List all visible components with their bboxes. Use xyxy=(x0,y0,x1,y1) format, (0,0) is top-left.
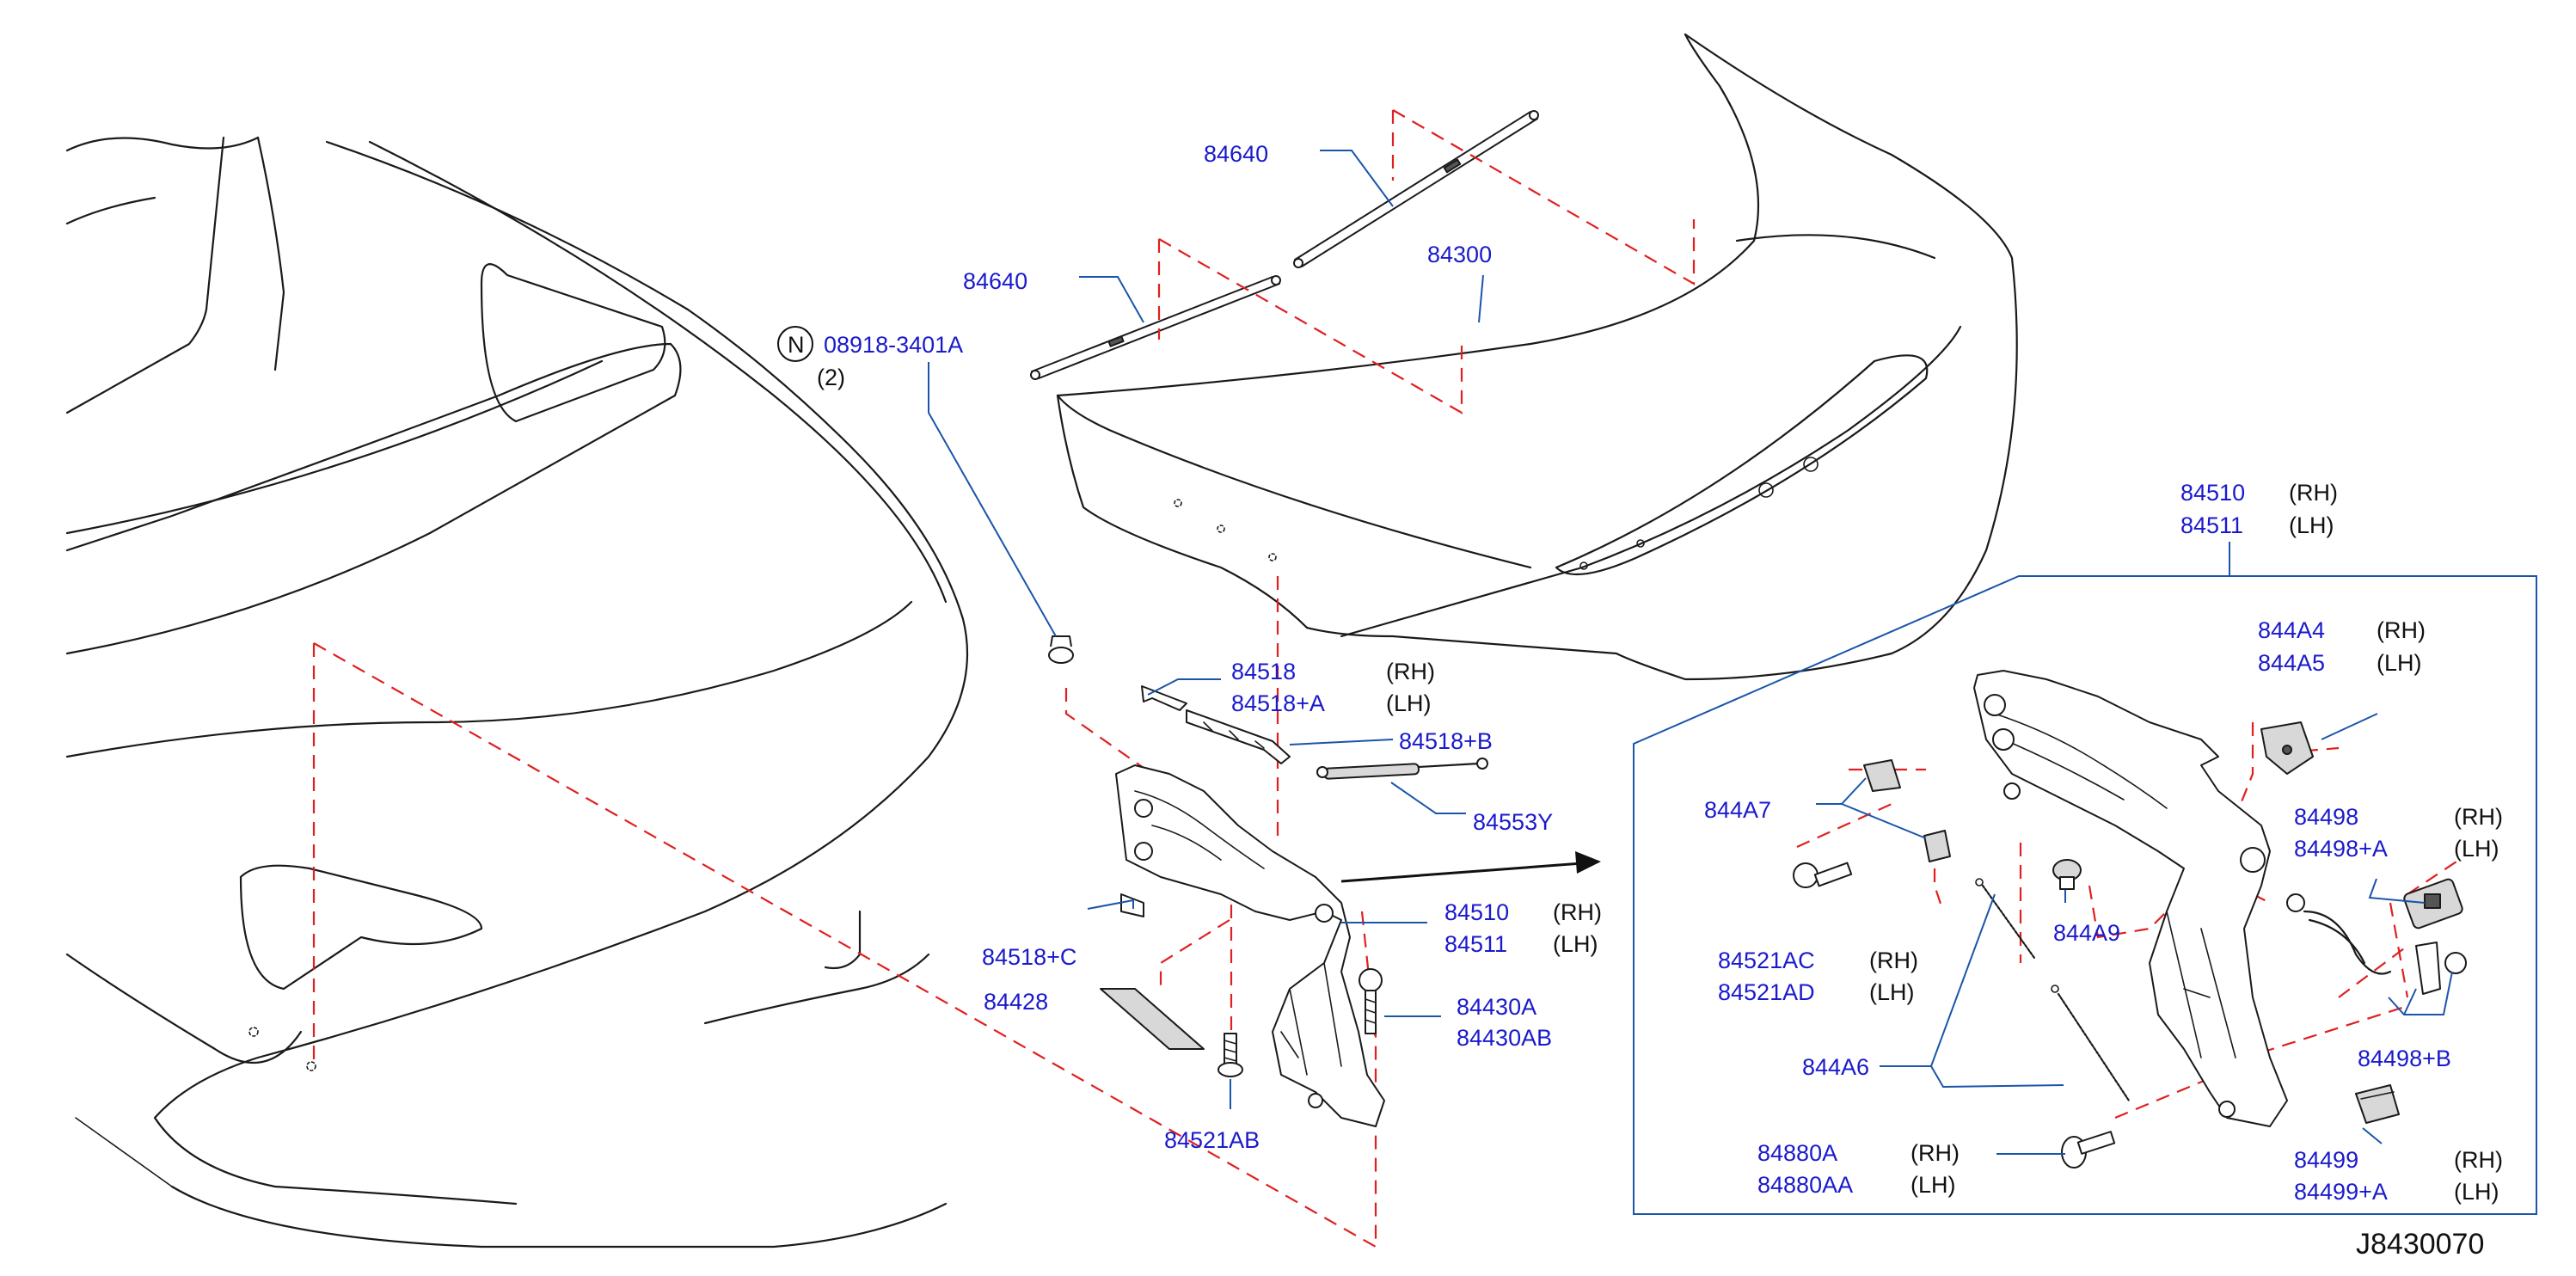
label-84518-side: (RH) xyxy=(1386,659,1435,684)
label-84640-left: 84640 xyxy=(963,268,1027,294)
label-844A5: 844A5 xyxy=(2258,650,2325,676)
label-84518: 84518 xyxy=(1231,659,1296,684)
detail-arrow xyxy=(1340,851,1601,883)
bracket-84518 xyxy=(1141,685,1187,711)
label-84430A: 84430A xyxy=(1457,994,1536,1020)
label-844A9: 844A9 xyxy=(2053,920,2120,946)
label-84511-main: 84511 xyxy=(1444,931,1507,957)
label-84521AC-side: (RH) xyxy=(1869,948,1918,973)
diagram-code: J8430070 xyxy=(2356,1228,2484,1261)
bumper-844A9 xyxy=(2052,859,2082,890)
label-84510-main: 84510 xyxy=(1444,899,1509,925)
label-84498-side: (RH) xyxy=(2454,804,2503,830)
label-84499A: 84499+A xyxy=(2294,1179,2388,1205)
label-844A6: 844A6 xyxy=(1802,1054,1869,1080)
part-labels: 84640 84640 84300 N 08918-3401A (2) 8451… xyxy=(777,141,2503,1261)
bolt-84430A xyxy=(1359,968,1383,1034)
label-84518A-side: (LH) xyxy=(1386,690,1432,716)
harness-84498 xyxy=(2286,878,2463,975)
label-84640-top: 84640 xyxy=(1204,141,1268,167)
label-84553Y: 84553Y xyxy=(1473,809,1553,835)
weatherstrip-84640-left xyxy=(1030,275,1281,380)
label-08918-3401A: 08918-3401A xyxy=(824,332,963,358)
clip-844A7-lower xyxy=(1923,830,1951,862)
trunk-lid-84300 xyxy=(1056,33,2018,681)
label-84428: 84428 xyxy=(984,989,1048,1015)
gas-stay-84553Y xyxy=(1316,758,1488,780)
bracket-84518B xyxy=(1186,709,1291,764)
detail-box xyxy=(1633,575,2537,1215)
label-84511-box-side: (LH) xyxy=(2289,512,2334,538)
label-08918-qty: (2) xyxy=(817,365,845,390)
bolt-84880A xyxy=(2061,1131,2116,1169)
hinge-assembly-detail xyxy=(1973,670,2288,1127)
leader-lines xyxy=(928,150,2453,1155)
n-symbol: N xyxy=(788,332,805,358)
label-84510-box: 84510 xyxy=(2180,480,2245,506)
label-84511-box: 84511 xyxy=(2180,512,2243,538)
label-84300: 84300 xyxy=(1427,242,1492,267)
label-84499: 84499 xyxy=(2294,1147,2358,1173)
weatherstrip-84640-right xyxy=(1293,110,1539,268)
bolt-84521AC xyxy=(1793,862,1853,888)
clip-84498B xyxy=(2415,942,2467,995)
label-844A7: 844A7 xyxy=(1704,797,1771,823)
label-84518A: 84518+A xyxy=(1231,690,1325,716)
label-84499A-side: (LH) xyxy=(2454,1179,2499,1205)
label-84518B: 84518+B xyxy=(1399,728,1493,754)
label-84880A-side: (RH) xyxy=(1911,1140,1960,1166)
label-84521AC: 84521AC xyxy=(1718,948,1815,973)
connector-84499 xyxy=(2355,1084,2400,1124)
spring-844A6-lower xyxy=(2051,985,2131,1102)
clip-844A4 xyxy=(2260,721,2314,775)
label-84498B: 84498+B xyxy=(2358,1046,2451,1071)
label-84498A-side: (LH) xyxy=(2454,836,2499,862)
clip-844A7-upper xyxy=(1863,759,1901,792)
label-844A4: 844A4 xyxy=(2258,617,2325,643)
label-84880AA: 84880AA xyxy=(1757,1172,1853,1198)
label-84511-main-side: (LH) xyxy=(1553,931,1598,957)
spring-844A6-upper xyxy=(1975,878,2036,960)
label-84430AB: 84430AB xyxy=(1457,1025,1552,1051)
label-844A4-side: (RH) xyxy=(2377,617,2426,643)
label-84521AB: 84521AB xyxy=(1164,1127,1260,1153)
label-84518C: 84518+C xyxy=(982,944,1076,970)
label-84510-main-side: (RH) xyxy=(1553,899,1602,925)
pad-84428 xyxy=(1100,988,1205,1050)
label-84880A: 84880A xyxy=(1757,1140,1837,1166)
hidden-lines xyxy=(312,109,2460,1248)
label-84498: 84498 xyxy=(2294,804,2358,830)
label-84521AD-side: (LH) xyxy=(1869,979,1915,1005)
label-84510-box-side: (RH) xyxy=(2289,480,2338,506)
car-body-outline xyxy=(65,136,968,1248)
label-84521AD: 84521AD xyxy=(1718,979,1815,1005)
n-symbol-circle xyxy=(777,326,813,362)
grommet-08918-3401A xyxy=(1048,635,1074,664)
label-844A5-side: (LH) xyxy=(2377,650,2422,676)
label-84499-side: (RH) xyxy=(2454,1147,2503,1173)
bolt-84521AB xyxy=(1217,1033,1243,1077)
label-84880AA-side: (LH) xyxy=(1911,1172,1956,1198)
hinge-assembly-main xyxy=(1115,764,1385,1127)
label-84498A: 84498+A xyxy=(2294,836,2388,862)
